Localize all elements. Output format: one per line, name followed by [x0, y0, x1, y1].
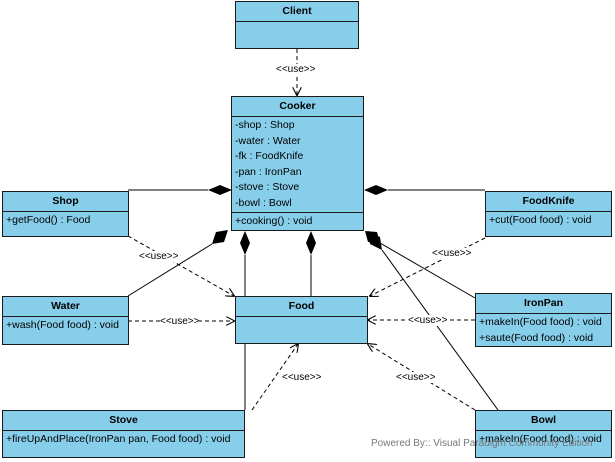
class-bowl-name: Bowl [476, 411, 611, 431]
attribute: -water : Water [235, 134, 301, 147]
use-label-foodknife-food: <<use>> [432, 248, 472, 259]
class-bowl-operations: +makeIn(Food food) : void [476, 431, 611, 449]
cooker-shop-diamond [208, 185, 232, 195]
cooker-foodknife-diamond [364, 185, 388, 195]
shop-food-dependency [127, 235, 234, 296]
operation: +getFood() : Food [6, 214, 91, 226]
class-ironpan[interactable]: IronPan +makeIn(Food food) : void +saute… [475, 293, 612, 347]
operation: +cut(Food food) : void [489, 214, 592, 226]
use-label-ironpan-food: <<use>> [408, 315, 448, 326]
class-food-name: Food [236, 297, 367, 317]
attribute: -stove : Stove [235, 181, 300, 193]
class-client[interactable]: Client [235, 1, 359, 49]
class-cooker[interactable]: Cooker -shop : Shop -water : Water -fk :… [231, 96, 364, 231]
operation: +saute(Food food) : void [479, 331, 594, 344]
cooker-ironpan-composition [379, 242, 476, 299]
class-foodknife-name: FoodKnife [486, 192, 611, 212]
attribute: -shop : Shop [235, 119, 295, 131]
cooker-bowl-diamond [368, 231, 382, 250]
class-shop-name: Shop [3, 192, 128, 212]
class-cooker-attributes: -shop : Shop -water : Water -fk : FoodKn… [232, 117, 363, 213]
attribute: -bowl : Bowl [235, 196, 292, 209]
class-ironpan-operations: +makeIn(Food food) : void +saute(Food fo… [476, 314, 611, 347]
cooker-water-composition [127, 243, 213, 297]
class-food[interactable]: Food [235, 296, 368, 344]
class-foodknife-operations: +cut(Food food) : void [486, 212, 611, 230]
use-label-bowl-food: <<use>> [396, 372, 436, 383]
cooker-food-diamond [306, 231, 316, 255]
class-stove[interactable]: Stove +fireUpAndPlace(IronPan pan, Food … [2, 410, 245, 458]
class-bowl[interactable]: Bowl +makeIn(Food food) : void [475, 410, 612, 458]
use-label-client-cooker: <<use>> [276, 64, 316, 75]
class-stove-operations: +fireUpAndPlace(IronPan pan, Food food) … [3, 431, 244, 449]
class-shop-operations: +getFood() : Food [3, 212, 128, 230]
cooker-water-diamond [212, 230, 228, 244]
cooker-stove-diamond [240, 231, 250, 255]
class-stove-name: Stove [3, 411, 244, 431]
operation: +cooking() : void [235, 215, 313, 227]
foodknife-food-dependency [370, 237, 486, 296]
operation: +wash(Food food) : void [6, 319, 119, 331]
class-ironpan-name: IronPan [476, 294, 611, 314]
class-water-operations: +wash(Food food) : void [3, 317, 128, 335]
operation: +fireUpAndPlace(IronPan pan, Food food) … [6, 433, 231, 445]
use-label-shop-food: <<use>> [139, 251, 179, 262]
operation: +makeIn(Food food) : void [479, 433, 602, 445]
class-foodknife[interactable]: FoodKnife +cut(Food food) : void [485, 191, 612, 237]
class-shop[interactable]: Shop +getFood() : Food [2, 191, 129, 237]
class-water-name: Water [3, 297, 128, 317]
class-client-name: Client [236, 2, 358, 22]
use-label-water-food: <<use>> [160, 316, 200, 327]
cooker-bowl-composition [381, 249, 499, 411]
class-water[interactable]: Water +wash(Food food) : void [2, 296, 129, 345]
use-label-stove-food: <<use>> [282, 372, 322, 383]
class-cooker-operations: +cooking() : void [232, 213, 363, 231]
class-cooker-name: Cooker [232, 97, 363, 117]
powered-by-footer: Powered By:: Visual Paradigm Community E… [371, 438, 593, 449]
attribute: -fk : FoodKnife [235, 150, 304, 162]
operation: +makeIn(Food food) : void [479, 316, 602, 328]
attribute: -pan : IronPan [235, 165, 302, 178]
